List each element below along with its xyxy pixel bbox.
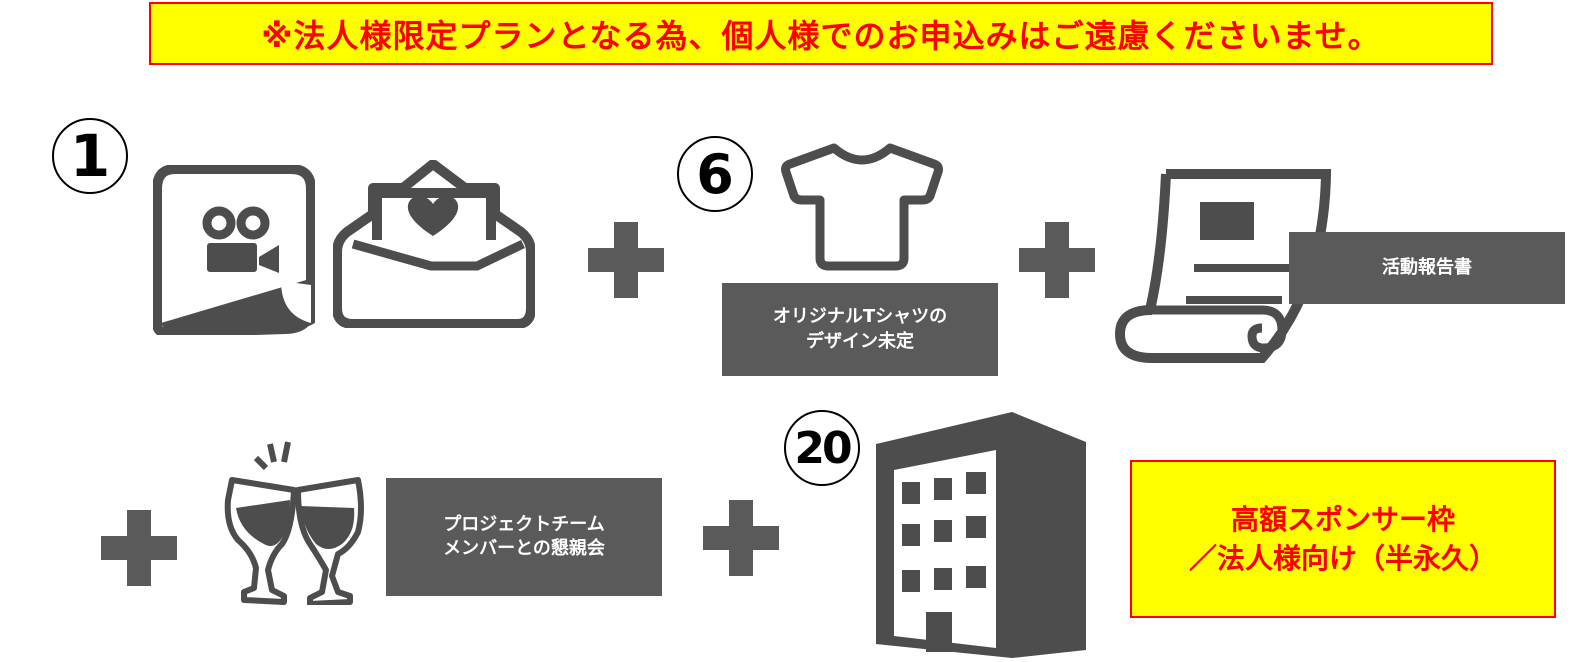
notice-text: ※法人様限定プランとなる為、個人様でのお申込みはご遠慮くださいませ。: [261, 16, 1381, 55]
report-label-text: 活動報告書: [1382, 256, 1472, 278]
party-label-line1: プロジェクトチーム: [443, 513, 605, 535]
tshirt-label: オリジナルTシャツの デザイン未定: [722, 283, 998, 376]
number-badge-20: ⑳ 20: [784, 410, 860, 486]
party-label: プロジェクトチーム メンバーとの懇親会: [386, 478, 662, 596]
toast-glasses-icon: [218, 440, 368, 605]
office-building-icon: [876, 412, 1092, 658]
video-card-icon: [153, 165, 315, 335]
tshirt-icon: [780, 142, 944, 272]
sponsor-tier-box: 高額スポンサー枠 ／法人様向け（半永久）: [1130, 460, 1556, 618]
sponsor-line1: 高額スポンサー枠: [1230, 502, 1455, 536]
letter-heart-icon: [333, 160, 535, 328]
report-label: 活動報告書: [1289, 232, 1565, 304]
number-badge-1: ① 1: [52, 118, 128, 194]
tshirt-label-line2: デザイン未定: [806, 330, 914, 352]
plus-icon: [1019, 222, 1095, 298]
plus-icon: [703, 500, 779, 576]
sponsor-line2: ／法人様向け（半永久）: [1188, 542, 1497, 575]
number-badge-6: ⑥ 6: [677, 136, 753, 212]
party-label-line2: メンバーとの懇親会: [443, 538, 605, 559]
corporate-only-notice: ※法人様限定プランとなる為、個人様でのお申込みはご遠慮くださいませ。: [149, 2, 1493, 65]
plus-icon: [588, 222, 664, 298]
tshirt-label-line1: オリジナルTシャツの: [772, 306, 948, 328]
plus-icon: [101, 510, 177, 586]
